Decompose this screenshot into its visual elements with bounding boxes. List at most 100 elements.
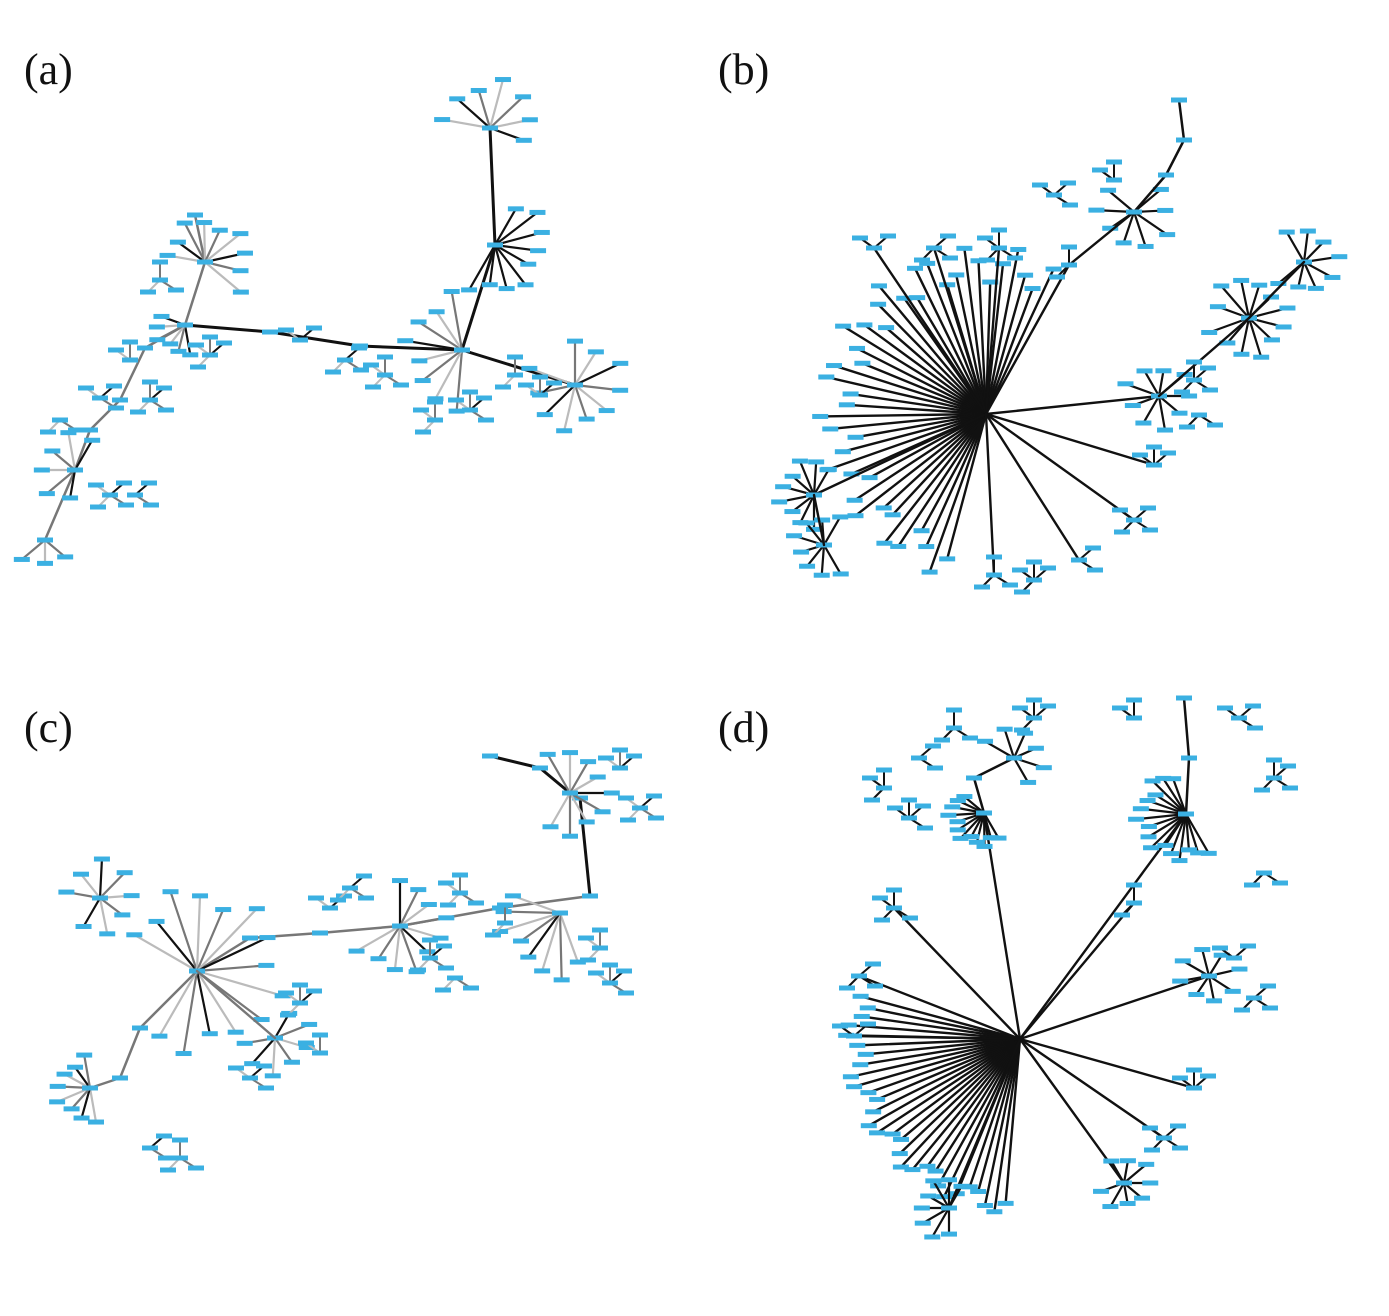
- network-edge: [1122, 1181, 1129, 1205]
- network-node: [861, 475, 878, 481]
- network-node: [901, 815, 917, 821]
- network-edge: [268, 330, 362, 348]
- network-node: [1212, 945, 1228, 951]
- network-edge: [1302, 229, 1309, 264]
- network-edge: [1003, 728, 1016, 760]
- network-node: [1026, 559, 1042, 565]
- network-node: [56, 1071, 73, 1077]
- network-node: [1126, 715, 1142, 721]
- network-node: [292, 1000, 308, 1006]
- network-node: [88, 1119, 105, 1125]
- network-node: [1186, 377, 1202, 383]
- network-node: [865, 961, 881, 967]
- network-node: [1060, 180, 1076, 186]
- network-node: [846, 1084, 863, 1090]
- network-node: [452, 890, 468, 896]
- network-node: [1213, 952, 1230, 958]
- network-edge: [183, 323, 192, 356]
- network-node: [588, 970, 604, 976]
- network-node: [847, 513, 864, 519]
- network-node: [262, 329, 278, 335]
- network-edge: [1132, 210, 1169, 236]
- network-node: [116, 870, 133, 876]
- network-node: [812, 413, 829, 419]
- network-node: [492, 905, 508, 911]
- network-node: [188, 1165, 204, 1171]
- network-node: [132, 1025, 148, 1031]
- network-edge: [358, 344, 464, 352]
- network-edge: [1207, 974, 1216, 1002]
- network-edge: [68, 468, 77, 500]
- network-node: [1144, 1147, 1160, 1153]
- network-node: [860, 1090, 877, 1096]
- network-edge: [1207, 974, 1234, 993]
- network-node: [532, 765, 548, 771]
- network-edge: [498, 894, 592, 910]
- network-edge: [863, 323, 988, 416]
- network-node: [188, 342, 204, 348]
- network-edge: [1157, 394, 1181, 415]
- network-node: [1061, 262, 1077, 268]
- network-node: [130, 409, 146, 415]
- network-node: [75, 923, 92, 929]
- network-node: [1126, 697, 1142, 703]
- network-edge: [1184, 812, 1210, 855]
- network-edge: [882, 412, 988, 510]
- network-node: [497, 902, 513, 908]
- network-node: [122, 357, 138, 363]
- network-edge: [977, 259, 988, 416]
- network-node: [934, 737, 950, 743]
- network-node: [1178, 811, 1194, 817]
- network-node: [948, 272, 965, 278]
- network-edge: [897, 412, 988, 548]
- network-node: [438, 915, 455, 921]
- network-edge: [493, 207, 517, 247]
- network-node: [253, 1017, 270, 1023]
- network-edge: [947, 1185, 963, 1210]
- network-edge: [203, 260, 242, 294]
- network-node: [939, 282, 956, 288]
- network-edge: [1134, 812, 1188, 821]
- network-edge: [1157, 369, 1165, 398]
- network-node: [478, 417, 494, 423]
- network-node: [1226, 955, 1242, 961]
- network-node: [518, 382, 534, 388]
- network-node: [952, 835, 969, 841]
- network-node: [485, 932, 501, 938]
- network-edge: [203, 232, 242, 264]
- network-node: [598, 408, 615, 414]
- network-node: [236, 250, 253, 256]
- network-node: [336, 893, 352, 899]
- network-node: [342, 885, 358, 891]
- network-node: [1172, 978, 1189, 984]
- network-node: [274, 993, 291, 999]
- network-node: [582, 893, 598, 899]
- network-node: [996, 726, 1013, 732]
- network-node: [1026, 577, 1042, 583]
- network-edge: [861, 362, 988, 416]
- network-node: [1160, 450, 1176, 456]
- network-edge: [1302, 260, 1334, 279]
- network-node: [799, 563, 816, 569]
- network-node: [1171, 858, 1188, 864]
- network-edge: [1164, 138, 1186, 177]
- network-node: [149, 337, 166, 343]
- network-node: [818, 374, 835, 380]
- network-edge: [1012, 756, 1030, 784]
- network-node: [108, 347, 124, 353]
- network-node: [377, 354, 393, 360]
- network-node: [197, 259, 213, 265]
- network-node: [152, 259, 168, 265]
- network-node: [1138, 1161, 1155, 1167]
- network-node: [1092, 167, 1108, 173]
- network-edge: [98, 871, 126, 900]
- network-node: [592, 927, 608, 933]
- network-node: [1114, 912, 1130, 918]
- network-edge: [1132, 210, 1147, 248]
- network-node: [57, 554, 74, 560]
- network-edge: [20, 538, 47, 561]
- network-edge: [1018, 1037, 1166, 1140]
- network-node: [73, 1115, 90, 1121]
- network-node: [351, 345, 367, 351]
- network-edge: [511, 894, 562, 915]
